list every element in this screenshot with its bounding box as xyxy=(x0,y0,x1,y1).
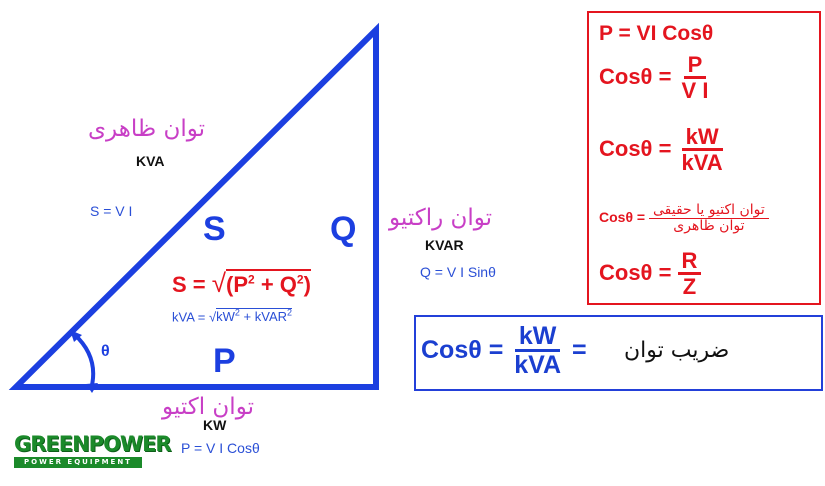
formula-line-2-den: V I xyxy=(681,78,709,104)
formula-line-3-den: kVA xyxy=(681,150,723,176)
sqrt-symbol: √ xyxy=(211,268,227,298)
reactive-power-formula: Q = V I Sinθ xyxy=(420,264,496,280)
kw-squared: 2 xyxy=(234,308,240,318)
pythagoras-plus: + Q xyxy=(254,272,297,297)
kvar-squared: 2 xyxy=(287,308,293,318)
apparent-power-formula: S = V I xyxy=(90,203,133,219)
triangle-outline xyxy=(8,22,379,390)
side-p-letter: P xyxy=(213,342,236,380)
greenpower-logo: GREENPOWER POWER EQUIPMENT xyxy=(14,431,172,475)
power-factor-num: kW xyxy=(514,323,561,353)
active-power-formula: P = V I Cosθ xyxy=(181,440,260,456)
reactive-power-label: توان راکتیو xyxy=(389,205,493,231)
logo-tagline: POWER EQUIPMENT xyxy=(14,457,142,468)
reactive-power-unit: KVAR xyxy=(425,237,464,253)
power-factor-label: ضریب توان xyxy=(624,338,730,363)
logo-name: GREENPOWER xyxy=(14,432,172,456)
angle-theta-label: θ xyxy=(101,343,110,360)
apparent-power-unit: KVA xyxy=(136,153,165,169)
side-s-letter: S xyxy=(203,210,226,248)
side-q-letter: Q xyxy=(330,210,357,248)
active-power-unit: KW xyxy=(203,417,227,433)
formula-line-5-den: Z xyxy=(682,274,697,300)
formula-line-1: P = VI Cosθ xyxy=(599,22,714,45)
pythagoras-end: ) xyxy=(303,272,311,297)
power-factor-den: kVA xyxy=(514,351,562,380)
formula-line-5-left: Cosθ = xyxy=(599,259,678,285)
formula-line-5-num: R xyxy=(677,249,702,276)
formula-line-2-left: Cosθ = xyxy=(599,63,678,89)
pythagoras-body: (P xyxy=(226,272,249,297)
kva-sqrt: √ xyxy=(208,309,217,325)
formula-line-3-num: kW xyxy=(681,125,723,152)
p-squared: 2 xyxy=(248,272,255,287)
kva-body: kW xyxy=(216,309,235,325)
angle-arc xyxy=(72,332,96,386)
apparent-power-label: توان ظاهری xyxy=(88,116,206,142)
formula-line-2-num: P xyxy=(683,53,707,80)
power-factor-left: Cosθ = xyxy=(421,335,511,364)
active-power-label: توان اکتیو xyxy=(162,394,254,420)
pythagoras-formula: S = √(P2 + Q2) xyxy=(172,268,311,299)
q-squared: 2 xyxy=(296,272,304,287)
power-factor-eq: = xyxy=(571,335,587,364)
formula-line-3-left: Cosθ = xyxy=(599,135,678,161)
formula-line-4-den: توان ظاهری xyxy=(673,217,745,234)
angle-arrow-bottom xyxy=(86,383,98,393)
formula-line-4-left: Cosθ = xyxy=(599,209,649,226)
pythagoras-left: S = xyxy=(172,272,212,297)
kva-plus: + kVAR xyxy=(239,309,288,325)
angle-arrow-top xyxy=(70,330,82,342)
formula-line-4-num: توان اکتیو یا حقیقی xyxy=(648,203,769,219)
kva-left: kVA = xyxy=(172,309,209,325)
kva-formula: kVA = √kW2 + kVAR2 xyxy=(172,308,293,325)
